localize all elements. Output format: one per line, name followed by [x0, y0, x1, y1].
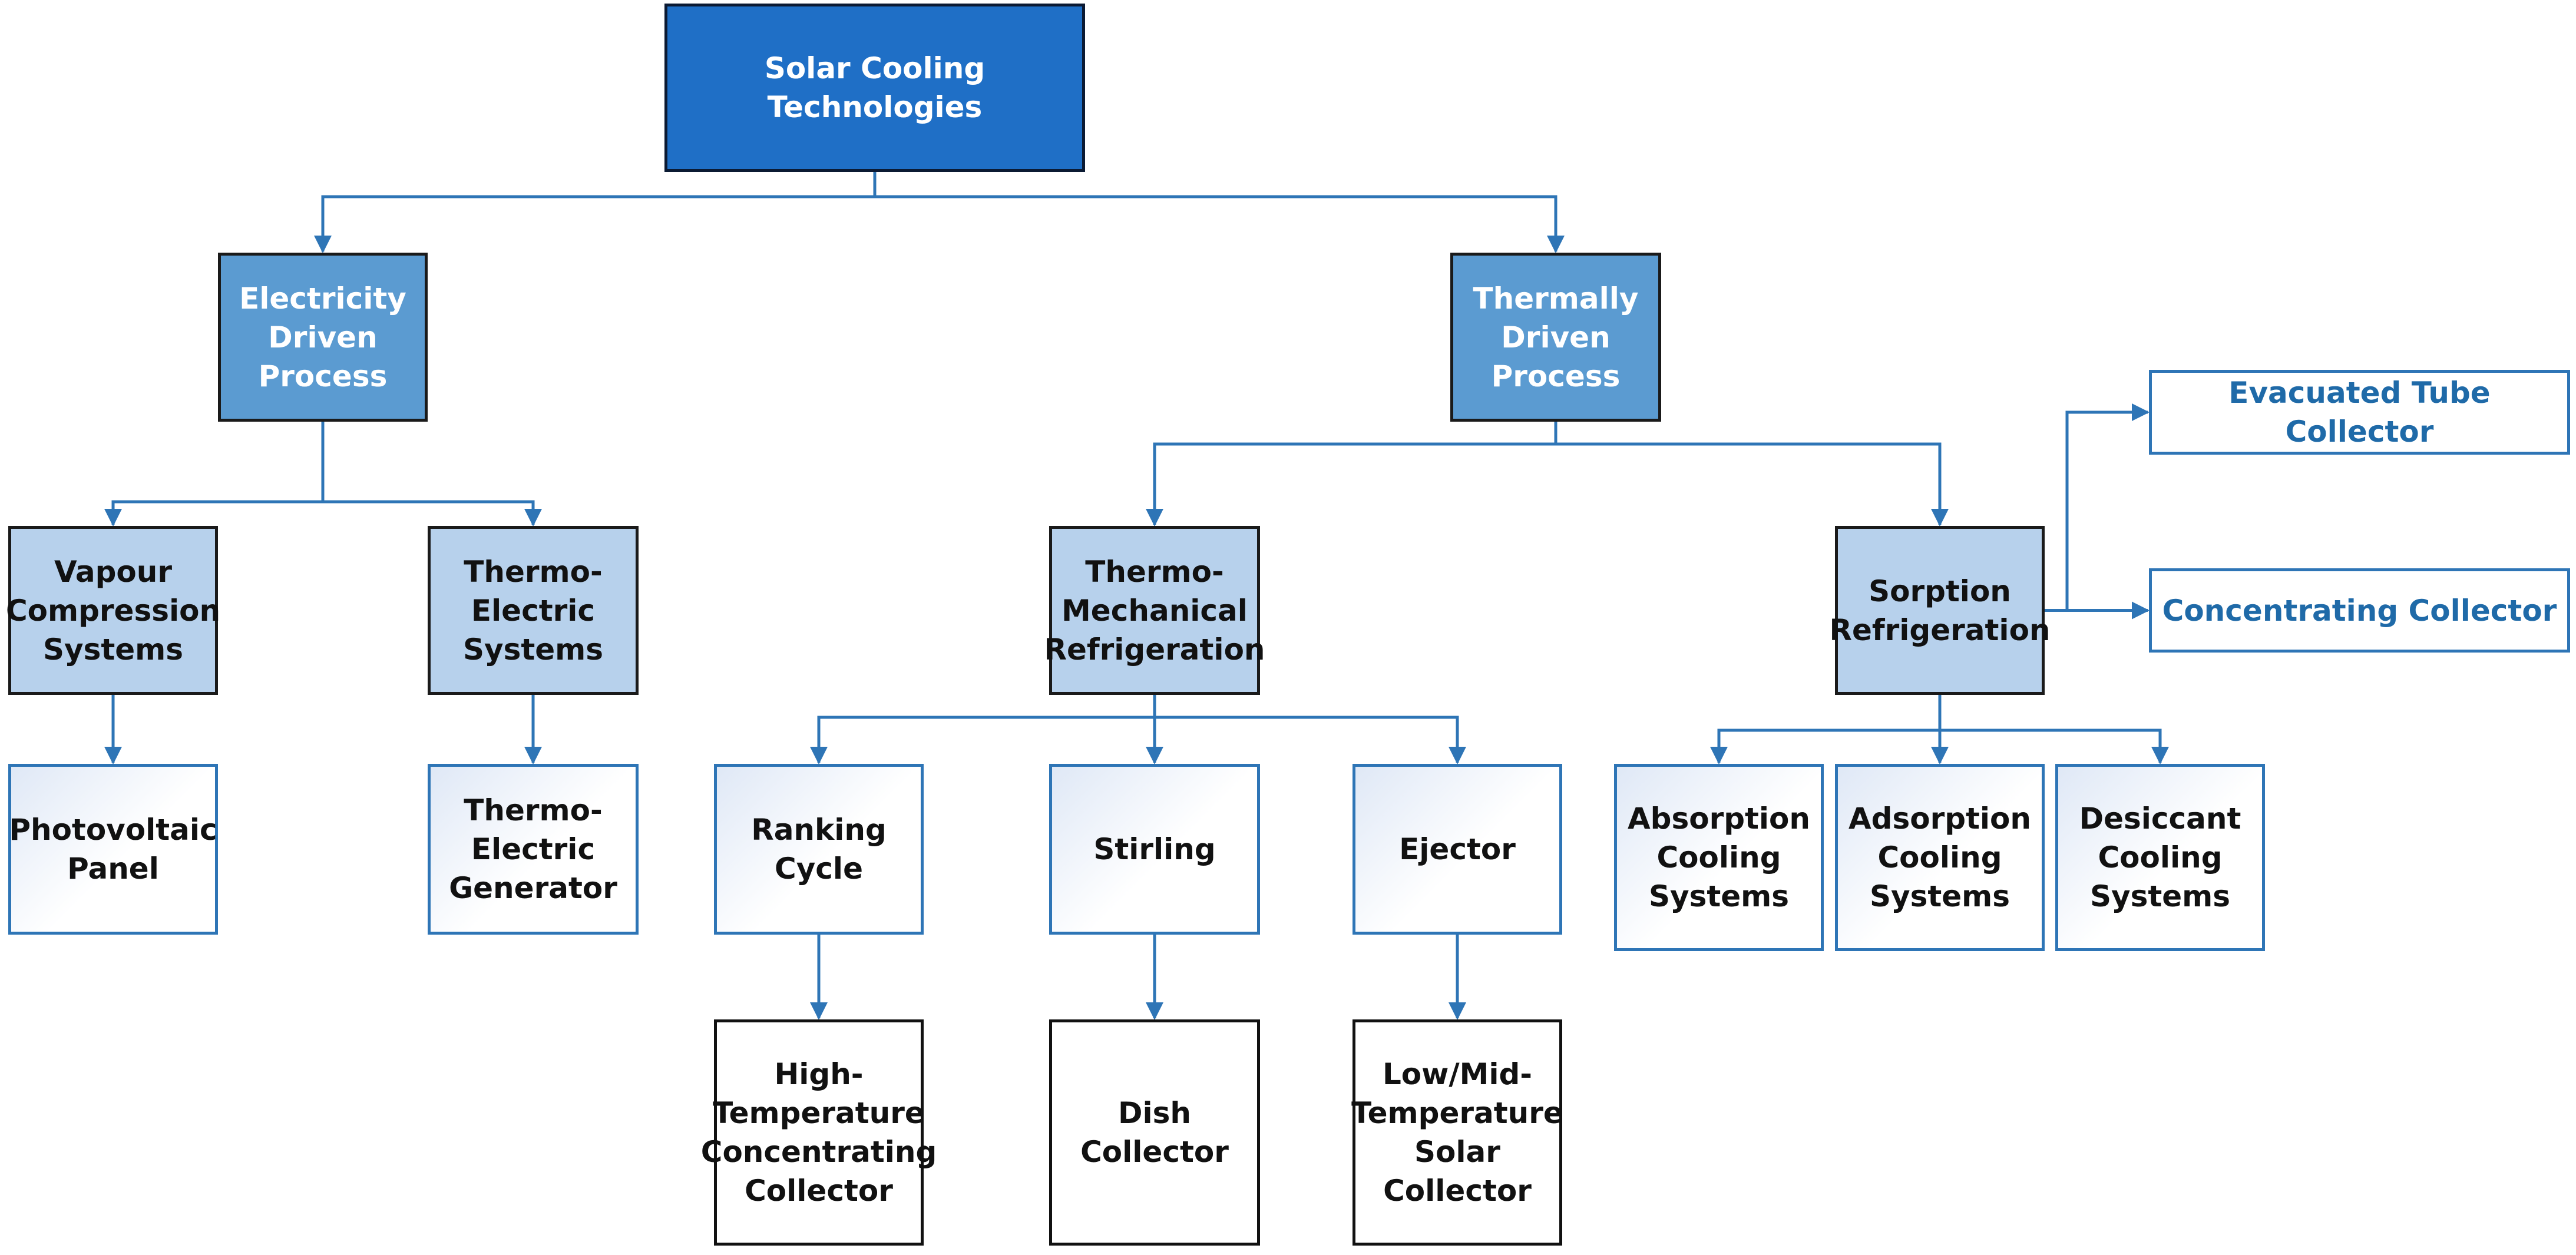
- connector-thermal-to-sorption: [1554, 422, 1949, 526]
- node-ranking-cycle: Ranking Cycle: [714, 764, 924, 935]
- node-label: Solar Cooling Technologies: [764, 51, 986, 124]
- connector-sorption-to-absorption: [1710, 695, 1942, 764]
- connector-sorption-to-evacuated: [2045, 403, 2150, 612]
- node-label: Ejector: [1399, 832, 1516, 866]
- node-ejector: Ejector: [1353, 764, 1562, 935]
- node-stirling: Stirling: [1049, 764, 1260, 935]
- connector-thermoMech-to-ejector: [1153, 695, 1466, 764]
- node-evacuated-tube-collector: Evacuated Tube Collector: [2149, 370, 2570, 455]
- connector-thermal-to-thermoMech: [1146, 422, 1557, 526]
- node-solar-cooling-technologies: Solar Cooling Technologies: [664, 4, 1085, 172]
- node-label: Concentrating Collector: [2162, 593, 2557, 628]
- connector-electricity-to-thermoElectric: [321, 422, 542, 526]
- connector-root-to-electricity: [314, 172, 877, 253]
- node-label: Dish Collector: [1080, 1096, 1229, 1169]
- node-concentrating-collector: Concentrating Collector: [2149, 568, 2570, 653]
- node-label: Evacuated Tube Collector: [2228, 376, 2491, 449]
- connector-sorption-to-desiccant: [1938, 695, 2169, 764]
- node-label: Ranking Cycle: [751, 813, 887, 886]
- connector-electricity-to-vapour: [104, 422, 325, 526]
- connector-thermoMech-to-ranking: [810, 695, 1156, 764]
- node-dish-collector: Dish Collector: [1049, 1019, 1260, 1246]
- connector-root-to-thermal: [873, 172, 1565, 253]
- node-label: Stirling: [1093, 832, 1216, 866]
